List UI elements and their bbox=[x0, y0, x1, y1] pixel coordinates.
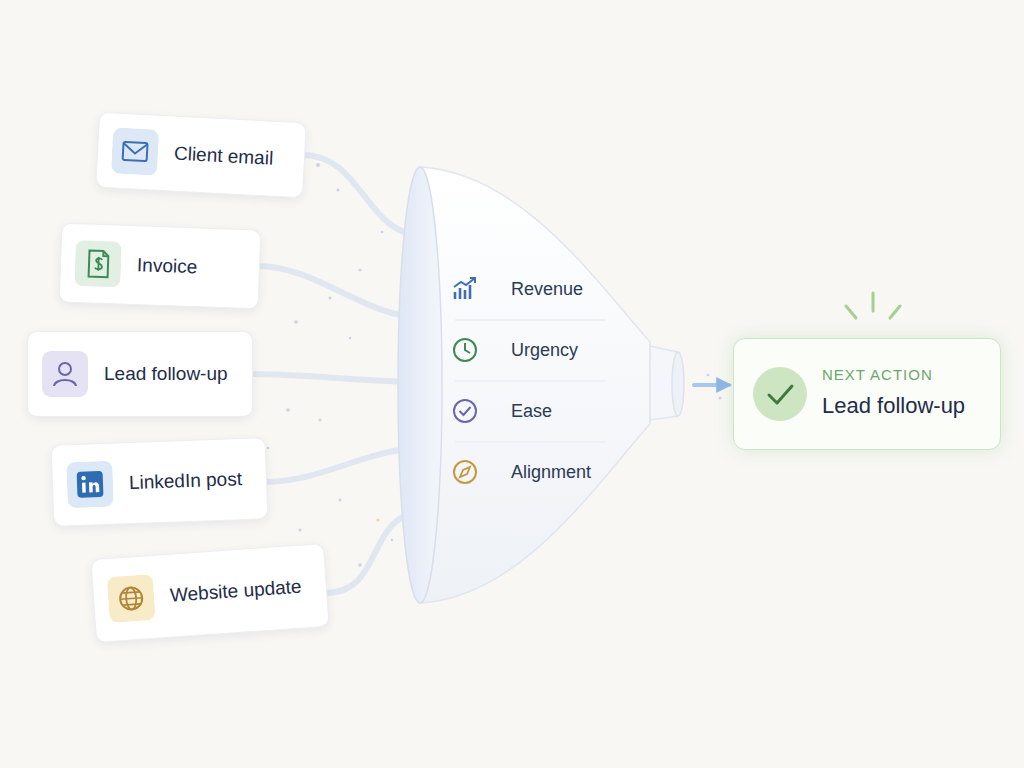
card-label: Website update bbox=[169, 576, 302, 607]
check-icon bbox=[752, 366, 808, 422]
task-icon bbox=[66, 461, 114, 509]
funnel-shape bbox=[395, 160, 690, 610]
task-icon bbox=[74, 240, 122, 288]
criterion-label: Revenue bbox=[511, 279, 583, 300]
card-label: Invoice bbox=[137, 254, 198, 278]
criterion-label: Alignment bbox=[511, 462, 591, 483]
task-icon bbox=[42, 351, 88, 397]
flow-arrow bbox=[694, 383, 729, 387]
result-card: NEXT ACTION Lead follow-up bbox=[733, 338, 1001, 450]
task-icon bbox=[111, 127, 159, 175]
card-label: Lead follow-up bbox=[104, 363, 228, 385]
task-card: Invoice bbox=[59, 223, 262, 310]
sparkle-lines bbox=[846, 293, 900, 318]
criterion-icon bbox=[451, 275, 479, 303]
task-card: Website update bbox=[90, 543, 329, 643]
task-card: Client email bbox=[95, 112, 307, 199]
criterion-icon bbox=[451, 458, 479, 486]
card-label: LinkedIn post bbox=[129, 468, 243, 494]
card-label: Client email bbox=[173, 143, 273, 170]
criterion-label: Urgency bbox=[511, 340, 578, 361]
criterion-label: Ease bbox=[511, 401, 552, 422]
result-kicker: NEXT ACTION bbox=[822, 366, 933, 383]
result-title: Lead follow-up bbox=[822, 393, 965, 419]
criterion-icon bbox=[451, 397, 479, 425]
task-card: LinkedIn post bbox=[51, 437, 269, 526]
task-card: Lead follow-up bbox=[27, 331, 253, 417]
filter-funnel: RevenueUrgencyEaseAlignment bbox=[395, 160, 690, 610]
task-icon bbox=[107, 574, 156, 623]
criterion-icon bbox=[451, 336, 479, 364]
